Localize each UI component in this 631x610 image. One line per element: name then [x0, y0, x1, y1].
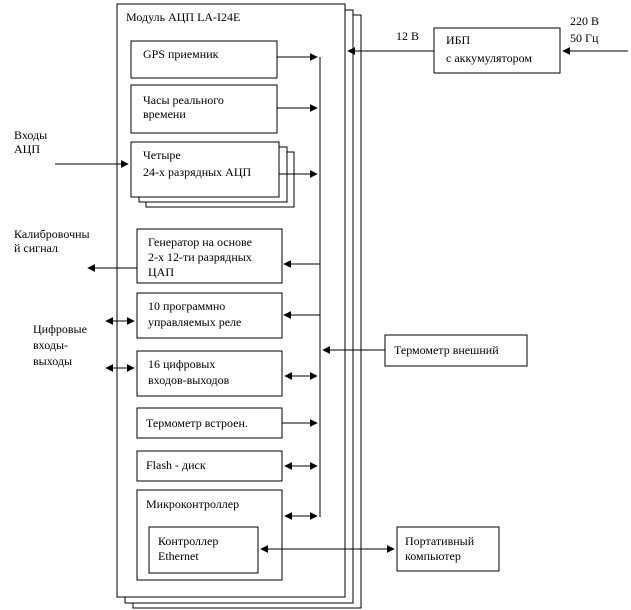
ups-label-line2: с аккумулятором: [446, 51, 532, 65]
internal-thermometer-block: Термометр встроен.: [136, 407, 283, 439]
adc-label-line2: 24-х разрядных АЦП: [143, 165, 252, 179]
supply-12v-label: 12 В: [396, 29, 419, 43]
module-title: Модуль АЦП LA-I24E: [126, 10, 240, 24]
generator-label-line3: ЦАП: [148, 265, 174, 279]
rtc-label-line2: времени: [143, 107, 186, 121]
calibration-label-line1: Калибровочны: [14, 227, 90, 241]
digital-io-label-line1: 16 цифровых: [148, 357, 215, 371]
ethernet-controller-box: [148, 526, 259, 574]
generator-block: Генератор на основе 2-х 12-ти разрядных …: [136, 228, 283, 284]
flash-disk-label: Flash - диск: [146, 458, 206, 472]
adc-inputs-label-line2: АЦП: [14, 142, 40, 156]
relays-block: 10 программно управляемых реле: [136, 292, 283, 339]
gps-receiver-block: GPS приемник: [130, 40, 278, 79]
laptop-label-line1: Портативный: [405, 534, 475, 548]
ups-block: ИБП с аккумулятором: [433, 27, 561, 74]
ethernet-label-line2: Ethernet: [158, 549, 199, 563]
calibration-label-line2: й сигнал: [14, 241, 58, 255]
laptop-block: Портативный компьютер: [396, 526, 500, 572]
rtc-label-line1: Часы реального: [143, 93, 224, 107]
mains-label-line2: 50 Гц: [570, 31, 599, 45]
gps-receiver-label: GPS приемник: [143, 47, 219, 61]
digital-io-ext-label-line1: Цифровые: [33, 322, 87, 336]
generator-label-line1: Генератор на основе: [148, 235, 252, 249]
laptop-label-line2: компьютер: [405, 549, 461, 563]
microcontroller-block: Микроконтроллер Контроллер Ethernet: [136, 489, 283, 581]
flash-disk-block: Flash - диск: [136, 450, 283, 482]
digital-io-ext-label-line2: входы-: [33, 338, 68, 352]
mains-label-line1: 220 В: [570, 14, 599, 28]
digital-io-block: 16 цифровых входов-выходов: [136, 350, 283, 397]
external-thermometer-label: Термометр внешний: [394, 343, 499, 357]
microcontroller-label: Микроконтроллер: [146, 497, 239, 511]
ups-label-line1: ИБП: [446, 33, 471, 47]
real-time-clock-block: Часы реального времени: [130, 84, 278, 134]
external-thermometer-block: Термометр внешний: [384, 334, 528, 367]
adc-label-line1: Четыре: [143, 148, 181, 162]
generator-label-line2: 2-х 12-ти разрядных: [148, 250, 252, 264]
digital-io-ext-label-line3: выходы: [33, 354, 72, 368]
relays-label-line1: 10 программно: [148, 299, 225, 313]
ethernet-label-line1: Контроллер: [158, 534, 218, 548]
digital-io-label-line2: входов-выходов: [148, 373, 230, 387]
internal-thermometer-label: Термометр встроен.: [146, 416, 248, 430]
adc-inputs-label-line1: Входы: [14, 128, 47, 142]
relays-label-line2: управляемых реле: [148, 315, 241, 329]
adc-block: Четыре 24-х разрядных АЦП: [130, 141, 295, 208]
